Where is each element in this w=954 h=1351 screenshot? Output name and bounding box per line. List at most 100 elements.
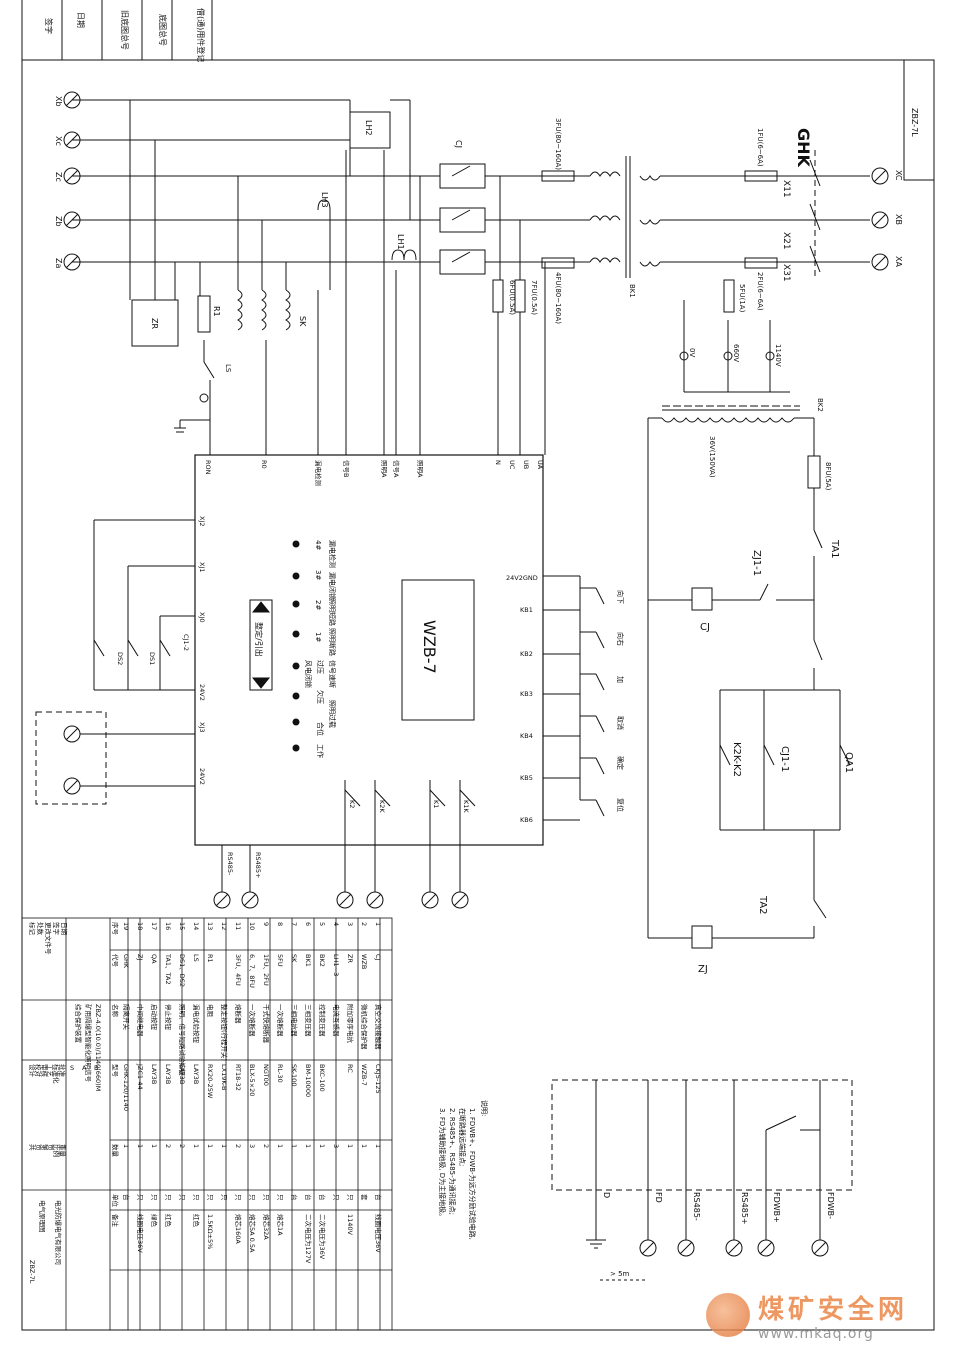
- bom-cell: TA1、TA2: [164, 953, 172, 985]
- bom-cell: 17: [150, 922, 158, 930]
- bom-cell: 6、7、8FU: [248, 954, 256, 988]
- cj-coil-label: CJ: [700, 622, 710, 633]
- bl-2: XJ0: [198, 612, 206, 623]
- legend-4: 过压: [316, 660, 325, 674]
- bom-cell: ZJ: [136, 954, 144, 960]
- r1-label: R1: [212, 306, 221, 317]
- bom-cell: 控制变压器: [318, 1004, 327, 1037]
- sheet-col-text: S: [70, 1064, 74, 1072]
- bt-6: 照明A: [416, 460, 424, 478]
- sheet-left-text: 签字: [52, 922, 61, 936]
- bom-cell: 只: [178, 1194, 186, 1201]
- left-test-switches: [93, 519, 195, 691]
- key-2: 加: [616, 676, 625, 683]
- bk2-label: BK2: [816, 398, 824, 412]
- bb-1: RS485+: [254, 852, 262, 879]
- bb-5: K1K: [462, 800, 470, 813]
- bom-cell: 1.5KΩ±5%: [206, 1214, 214, 1249]
- fuse-label-2fu: 2FU(6~6A): [756, 272, 764, 311]
- lh2-label: LH2: [364, 120, 373, 136]
- bom-header-cell: 序号: [111, 922, 120, 936]
- volt-0: 0V: [688, 348, 696, 357]
- bom-cell: 9: [262, 922, 270, 926]
- keypad-wiring: [543, 575, 605, 821]
- bom-cell: LX19K-B: [220, 1064, 228, 1091]
- bom-cell: 3FU、4FU: [234, 954, 242, 986]
- bom-cell: 1: [192, 1144, 200, 1148]
- bom-cell: 线圈电压36V: [374, 1214, 383, 1253]
- bom-cell: 16: [164, 922, 172, 930]
- bk1-label: BK1: [628, 284, 636, 298]
- fuse-label-4fu: 4FU(80~160A): [554, 272, 562, 324]
- sheet-role-text: 设计: [28, 1064, 37, 1078]
- title-block-text: 矿用隔爆型智能化照明信号: [84, 1004, 93, 1083]
- bom-cell: 1: [374, 1144, 382, 1148]
- bom-cell: 照明、信号短路试验按钮: [178, 1004, 187, 1076]
- bom-cell: QA: [150, 954, 158, 964]
- top-label-3: 底图总号: [158, 14, 168, 46]
- bom-cell: 熔芯5A 0.5A: [248, 1214, 257, 1253]
- bb-0: RS485-: [226, 852, 234, 876]
- watermark-logo-icon: [706, 1293, 750, 1337]
- bom-cell: 只: [234, 1194, 242, 1201]
- qa1-label: QA1: [843, 752, 854, 773]
- sheet-role-text: 校对: [34, 1064, 43, 1078]
- right-terminal-label-0: XC: [894, 170, 903, 181]
- cj12-label: CJ1-2: [182, 634, 190, 651]
- right-terminal-label-2: XA: [894, 256, 903, 267]
- sheet-extra-text: 共: [28, 1144, 37, 1151]
- bom-cell: LAY3B: [192, 1064, 200, 1084]
- volt-1: 660V: [732, 344, 740, 362]
- bom-header-cell: 名称: [111, 1004, 120, 1018]
- fuse-4fu: [541, 257, 575, 269]
- bl-3: 24V2: [198, 684, 206, 701]
- fuse-3fu: [541, 170, 575, 182]
- bom-cell: SK: [290, 954, 298, 963]
- bom-cell: 19: [122, 922, 130, 930]
- bt-10: UA: [536, 460, 544, 470]
- bom-cell: BK2: [318, 954, 326, 967]
- title-block-text: 电气原理图: [38, 1200, 47, 1233]
- bom-cell: LAY3B: [178, 1064, 186, 1084]
- watermark-text: 煤矿安全网 www.mkaq.org: [758, 1289, 908, 1342]
- legend-1: 漏电闭锁: [328, 572, 337, 600]
- bom-cell: 12: [220, 922, 228, 930]
- bom-cell: 真空交流接触器: [374, 1004, 383, 1050]
- bom-cell: 隔离开关: [122, 1004, 131, 1031]
- note-2: 2. RS485+、RS485-为通讯接点;: [448, 1108, 457, 1215]
- bom-cell: BLX-5×20: [248, 1064, 256, 1096]
- box-feeders: [129, 100, 546, 455]
- bom-cell: 15: [178, 922, 186, 930]
- bom-cell: GHK-120/1140: [122, 1064, 130, 1111]
- key-3: 取消: [616, 716, 625, 730]
- bom-cell: 14: [192, 922, 200, 930]
- top-label-2: 旧底图总号: [120, 10, 130, 50]
- ext-dim: > 5m: [610, 1270, 630, 1278]
- fuse-label-3fu: 3FU(80~160A): [554, 118, 562, 170]
- corner-code-box: [903, 59, 935, 181]
- bom-cell: RL-30: [276, 1064, 284, 1083]
- notes-title: 说明:: [480, 1100, 489, 1116]
- title-block-text: ZBZ-7L: [28, 1260, 36, 1284]
- bom-cell: 只: [206, 1194, 214, 1201]
- left-terminal-label-4: Za: [54, 258, 63, 268]
- fuse-label-7fu: 7FU(0.5A): [530, 280, 538, 315]
- bk2-transformer: [648, 300, 814, 423]
- ind-num-3: 3#: [314, 570, 322, 580]
- zr-label: ZR: [150, 318, 159, 329]
- bom-cell: 漏电试验按钮: [192, 1004, 201, 1044]
- sheet-left-text: 日期: [60, 922, 68, 936]
- bl-0: XJ2: [198, 516, 206, 527]
- keypad-labels: 向下 向右 加 取消 确定 复位: [616, 590, 625, 812]
- bom-cell: 1: [276, 1144, 284, 1148]
- sheet-left-text: 处数: [36, 922, 45, 936]
- ind-num-2: 2#: [314, 600, 322, 610]
- top-label-4: 借(通)用件登记: [196, 8, 206, 62]
- sheet-col-text: A: [82, 1064, 87, 1072]
- ind-num-1: 1#: [314, 632, 322, 642]
- wzb-label-box: [401, 579, 475, 721]
- phase-bus: [72, 99, 870, 263]
- legend-8: 照明过载: [328, 700, 337, 728]
- bom-header-cell: 单位: [111, 1194, 120, 1208]
